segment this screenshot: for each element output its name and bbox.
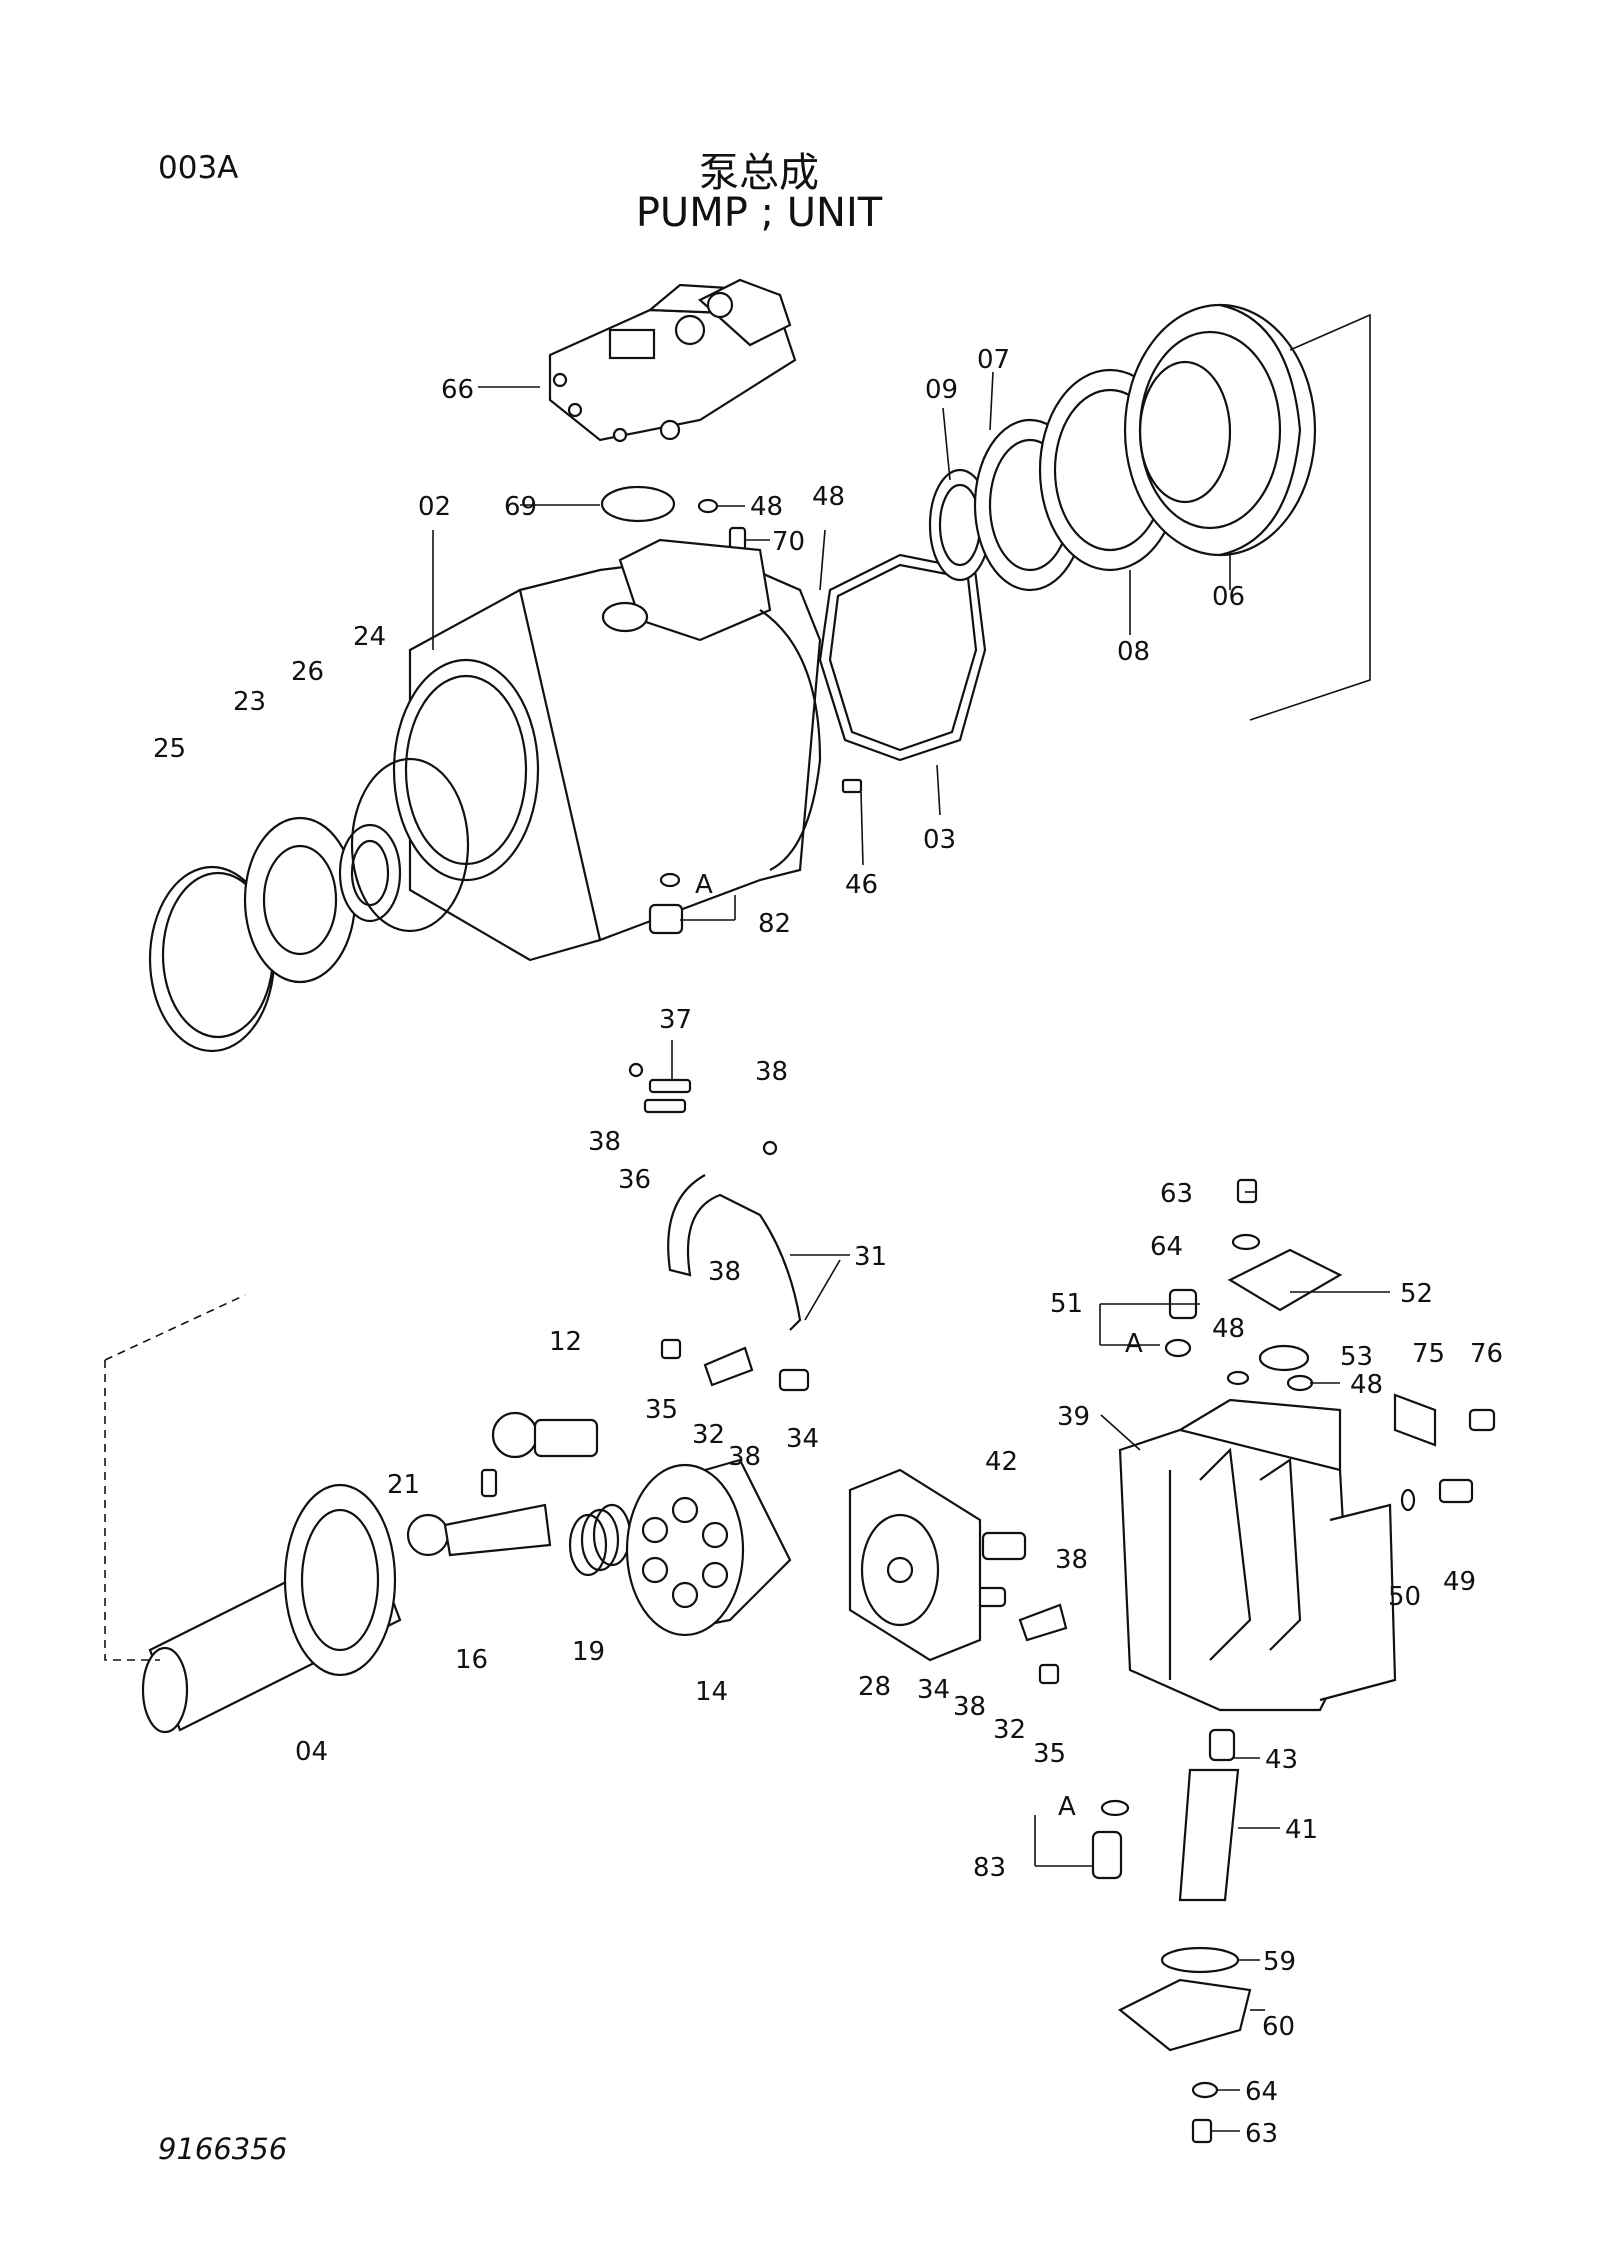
callout-label: 38 xyxy=(708,1257,741,1287)
callout-label: 49 xyxy=(1443,1567,1476,1597)
callout-label: 06 xyxy=(1212,582,1245,612)
callout-label: 43 xyxy=(1265,1745,1298,1775)
callout-label: 38 xyxy=(728,1442,761,1472)
callout-label: 60 xyxy=(1262,2012,1295,2042)
callout-label: 36 xyxy=(618,1165,651,1195)
adjusting-screw-41-43-59-60 xyxy=(1117,1728,1252,2144)
callout-label: 38 xyxy=(588,1127,621,1157)
valve-plate-28 xyxy=(848,1468,982,1662)
piston-12 xyxy=(491,1411,599,1459)
callout-label: 41 xyxy=(1285,1815,1318,1845)
callout-label: 08 xyxy=(1117,637,1150,667)
callout-label: 04 xyxy=(295,1737,328,1767)
callout-label: 63 xyxy=(1245,2119,1278,2149)
callout-label: 25 xyxy=(153,734,186,764)
callout-label: 34 xyxy=(786,1424,819,1454)
piston-16-and-pin-21 xyxy=(406,1468,552,1557)
plug-82-and-pin-46 xyxy=(648,778,863,935)
callout-label: 48 xyxy=(750,492,783,522)
section-marker-a: A xyxy=(695,870,713,900)
callout-label: 70 xyxy=(772,527,805,557)
callout-label: 32 xyxy=(993,1715,1026,1745)
callout-label: 64 xyxy=(1150,1232,1183,1262)
plug-42 xyxy=(981,1531,1027,1561)
callout-label: 03 xyxy=(923,825,956,855)
callout-label: 64 xyxy=(1245,2077,1278,2107)
callout-labels: 66 02 69 48 70 48 09 07 06 08 24 26 23 2… xyxy=(153,345,1503,2149)
section-bracket-lower xyxy=(104,1294,246,1661)
callout-label: 19 xyxy=(572,1637,605,1667)
oring-69 xyxy=(600,485,676,523)
callout-label: 42 xyxy=(985,1447,1018,1477)
shaft-04 xyxy=(141,1483,402,1734)
callout-label: 26 xyxy=(291,657,324,687)
valve-cover-39 xyxy=(1118,1398,1397,1712)
callout-label: 35 xyxy=(645,1395,678,1425)
callout-label: 02 xyxy=(418,492,451,522)
callout-label: 39 xyxy=(1057,1402,1090,1432)
callout-label: 32 xyxy=(692,1420,725,1450)
callout-label: 38 xyxy=(953,1692,986,1722)
section-marker-a: A xyxy=(1058,1792,1076,1822)
callout-label: 53 xyxy=(1340,1342,1373,1372)
callout-label: 48 xyxy=(812,482,845,512)
cylinder-block-14 xyxy=(625,1458,792,1637)
spring-19 xyxy=(568,1503,632,1577)
callout-label: 69 xyxy=(504,492,537,522)
callout-label: 76 xyxy=(1470,1339,1503,1369)
callout-label: 48 xyxy=(1350,1370,1383,1400)
oring-48-top xyxy=(697,498,719,514)
regulator-66 xyxy=(548,278,797,443)
title-chinese: 泵总成 xyxy=(699,150,819,196)
callout-label: 83 xyxy=(973,1853,1006,1883)
section-bracket-upper xyxy=(1249,313,1371,721)
bearing-06 xyxy=(1123,303,1317,557)
callout-label: 75 xyxy=(1412,1339,1445,1369)
retainer-guide-31-36-37 xyxy=(628,1062,802,1331)
gasket-03 xyxy=(818,553,987,762)
callout-label: 24 xyxy=(353,622,386,652)
callout-label: 52 xyxy=(1400,1279,1433,1309)
callout-label: 07 xyxy=(977,345,1010,375)
callout-label: 31 xyxy=(854,1242,887,1272)
plug-83 xyxy=(1091,1799,1130,1880)
sheet-code: 003A xyxy=(158,150,239,186)
pump-casing-02 xyxy=(392,538,822,962)
callout-label: 51 xyxy=(1050,1289,1083,1319)
cover-parts-51-52-53 xyxy=(1164,1178,1343,1392)
callout-label: 46 xyxy=(845,870,878,900)
callout-label: 16 xyxy=(455,1645,488,1675)
callout-label: 37 xyxy=(659,1005,692,1035)
callout-label: 63 xyxy=(1160,1179,1193,1209)
callout-label: 82 xyxy=(758,909,791,939)
callout-label: 23 xyxy=(233,687,266,717)
callout-label: 38 xyxy=(755,1057,788,1087)
oil-seal-parts-23-24-25-26 xyxy=(148,757,470,1053)
callout-label: 34 xyxy=(917,1675,950,1705)
title-english: PUMP ; UNIT xyxy=(635,190,883,236)
section-marker-a: A xyxy=(1125,1329,1143,1359)
callout-label: 48 xyxy=(1212,1314,1245,1344)
leader-lines xyxy=(432,371,1390,2132)
callout-label: 66 xyxy=(441,375,474,405)
callout-label: 28 xyxy=(858,1672,891,1702)
callout-label: 50 xyxy=(1388,1582,1421,1612)
callout-label: 35 xyxy=(1033,1739,1066,1769)
callout-label: 38 xyxy=(1055,1545,1088,1575)
drawing-number: 9166356 xyxy=(158,2132,288,2166)
callout-label: 59 xyxy=(1263,1947,1296,1977)
callout-label: 21 xyxy=(387,1470,420,1500)
callout-label: 12 xyxy=(549,1327,582,1357)
plate-75-bolt-76-49-50 xyxy=(1393,1393,1496,1512)
callout-label: 14 xyxy=(695,1677,728,1707)
callout-label: 09 xyxy=(925,375,958,405)
